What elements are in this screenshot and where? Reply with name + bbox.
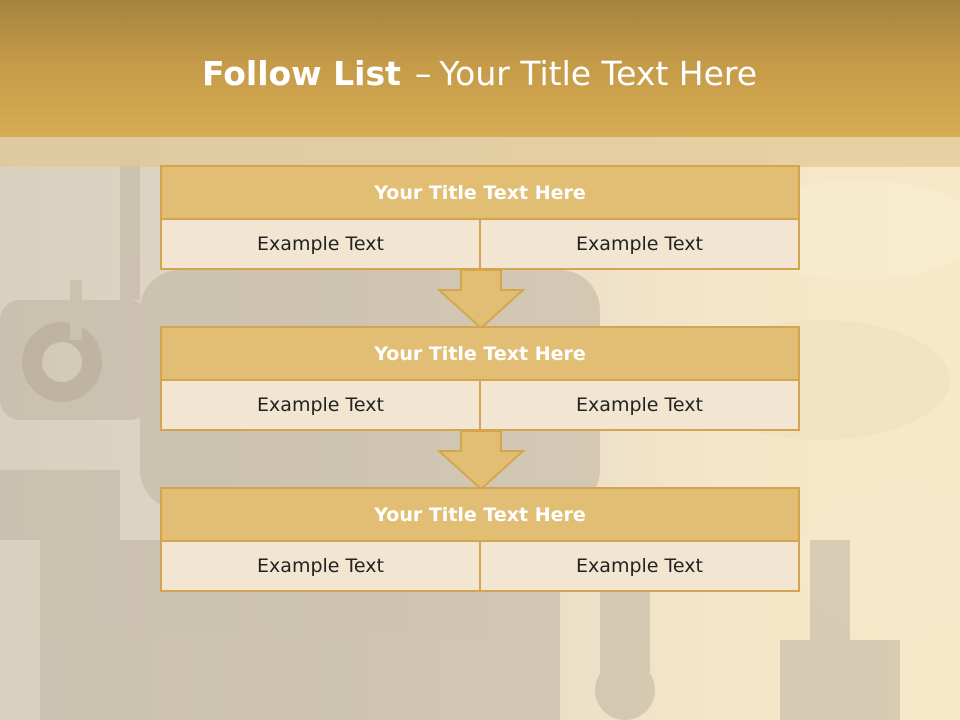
step-2-row: Example Text Example Text xyxy=(160,381,800,431)
step-block-1: Your Title Text Here Example Text Exampl… xyxy=(160,165,800,270)
step-2-cell-left: Example Text xyxy=(160,381,481,431)
slide-title: Follow List–Your Title Text Here xyxy=(0,54,960,93)
step-2-title: Your Title Text Here xyxy=(160,326,800,381)
step-1-cell-left: Example Text xyxy=(160,220,481,270)
step-block-2: Your Title Text Here Example Text Exampl… xyxy=(160,326,800,431)
title-separator: – xyxy=(414,54,432,93)
step-1-title: Your Title Text Here xyxy=(160,165,800,220)
step-3-title: Your Title Text Here xyxy=(160,487,800,542)
step-2-cell-right: Example Text xyxy=(481,381,800,431)
title-bar-strip xyxy=(0,137,960,167)
title-bar xyxy=(0,0,960,137)
step-3-cell-right: Example Text xyxy=(481,542,800,592)
down-arrow-icon xyxy=(437,431,525,491)
step-1-row: Example Text Example Text xyxy=(160,220,800,270)
title-bold-part: Follow List xyxy=(202,54,401,93)
step-1-cell-right: Example Text xyxy=(481,220,800,270)
step-3-cell-left: Example Text xyxy=(160,542,481,592)
down-arrow-icon xyxy=(437,270,525,330)
step-block-3: Your Title Text Here Example Text Exampl… xyxy=(160,487,800,592)
step-3-row: Example Text Example Text xyxy=(160,542,800,592)
title-rest: Your Title Text Here xyxy=(439,54,758,93)
